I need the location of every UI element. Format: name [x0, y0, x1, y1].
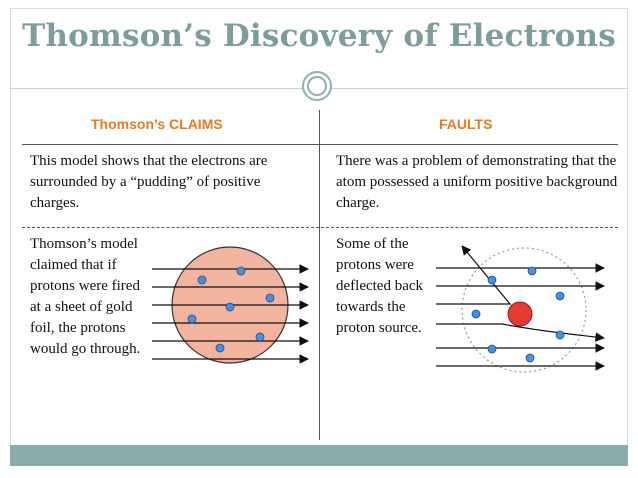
claims-header: Thomson’s CLAIMS	[91, 116, 223, 132]
circle-ornament-icon	[302, 71, 332, 101]
fault-text-2: Some of the protons were deflected back …	[336, 236, 424, 336]
footer-bar	[10, 445, 628, 466]
faults-header: FAULTS	[439, 116, 493, 132]
claim-text-2: Thomson’s model claimed that if protons …	[30, 236, 141, 357]
column-divider	[319, 110, 320, 440]
fault-text-1: There was a problem of demonstrating tha…	[336, 153, 618, 211]
slide-title: Thomson’s Discovery of Electrons	[22, 18, 616, 54]
plum-pudding-atom-diagram	[152, 246, 309, 364]
rutherford-scattering-diagram	[436, 245, 605, 373]
header-rule	[22, 144, 618, 145]
row-divider	[22, 227, 618, 228]
claim-text-1: This model shows that the electrons are …	[30, 153, 268, 211]
